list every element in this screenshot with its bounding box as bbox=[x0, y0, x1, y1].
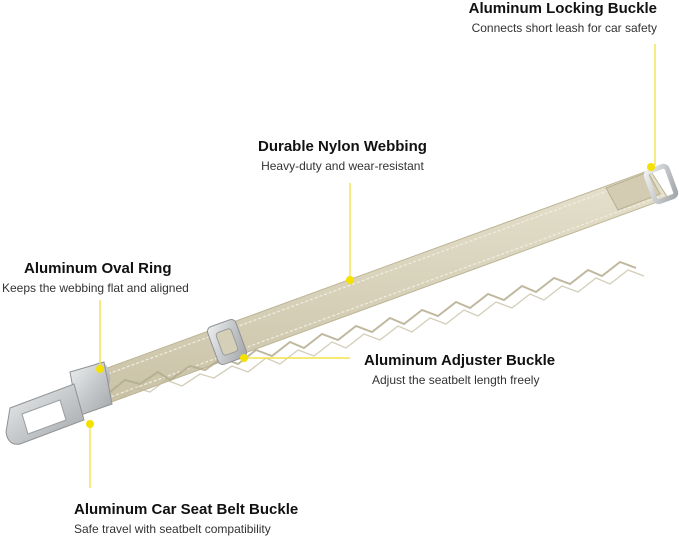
callout-car-buckle: Aluminum Car Seat Belt Buckle Safe trave… bbox=[74, 501, 298, 537]
callout-title: Aluminum Oval Ring bbox=[24, 260, 172, 277]
callout-nylon-webbing: Durable Nylon Webbing Heavy-duty and wea… bbox=[258, 138, 427, 174]
locking-buckle-illustration bbox=[643, 163, 679, 205]
callout-title: Aluminum Locking Buckle bbox=[468, 0, 657, 17]
dot-adjuster-buckle bbox=[240, 354, 248, 362]
callout-subtitle: Connects short leash for car safety bbox=[471, 21, 657, 35]
dot-locking-buckle bbox=[647, 163, 655, 171]
callout-locking-buckle: Aluminum Locking Buckle Connects short l… bbox=[469, 0, 657, 36]
adjuster-buckle-illustration bbox=[206, 318, 248, 366]
callout-lines bbox=[89, 44, 656, 488]
dot-oval-ring bbox=[96, 365, 104, 373]
callout-adjuster-buckle: Aluminum Adjuster Buckle Adjust the seat… bbox=[364, 352, 555, 388]
callout-subtitle: Adjust the seatbelt length freely bbox=[372, 373, 540, 387]
webbing-pattern bbox=[109, 260, 637, 393]
callout-subtitle: Heavy-duty and wear-resistant bbox=[261, 159, 424, 173]
car-buckle-illustration bbox=[5, 361, 113, 445]
callout-dots bbox=[86, 163, 655, 428]
callout-title: Aluminum Adjuster Buckle bbox=[364, 352, 556, 369]
dot-car-buckle bbox=[86, 420, 94, 428]
callout-title: Aluminum Car Seat Belt Buckle bbox=[74, 501, 299, 518]
callout-subtitle: Keeps the webbing flat and aligned bbox=[2, 281, 189, 295]
dot-nylon-webbing bbox=[346, 276, 354, 284]
callout-oval-ring: Aluminum Oval Ring Keeps the webbing fla… bbox=[2, 260, 189, 296]
callout-title: Durable Nylon Webbing bbox=[258, 138, 427, 155]
callout-subtitle: Safe travel with seatbelt compatibility bbox=[74, 522, 271, 536]
